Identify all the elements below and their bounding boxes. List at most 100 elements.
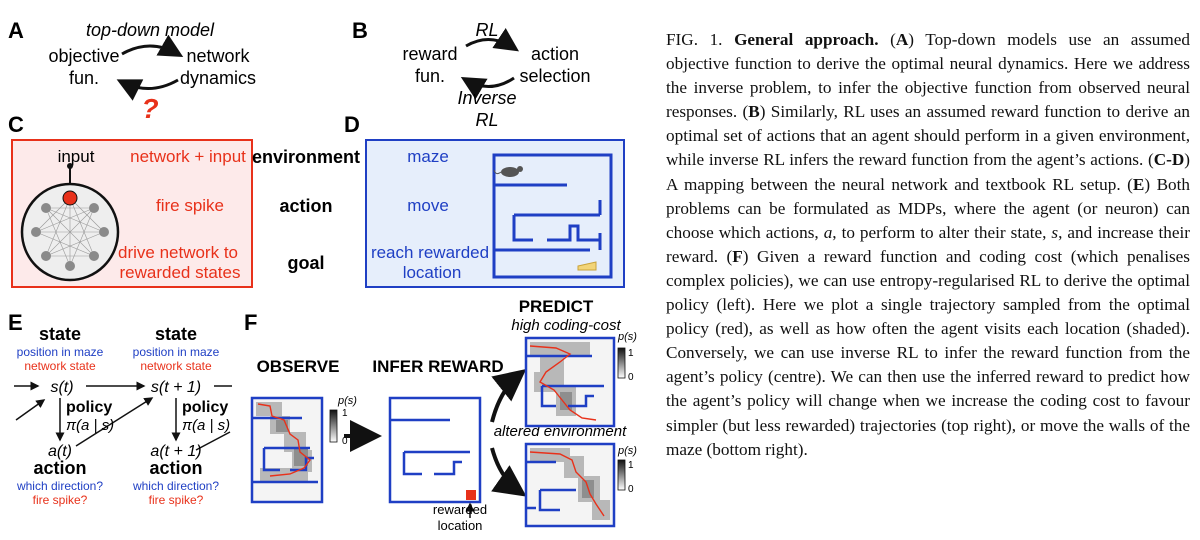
policy-label-2: policy xyxy=(182,399,228,416)
top-down-title: top-down model xyxy=(86,20,215,40)
panel-e: state position in maze network state sta… xyxy=(14,324,232,507)
fire-spike-q-1: fire spike? xyxy=(33,493,88,507)
figure-canvas: A B C D E F top-down model objective fun… xyxy=(8,18,637,533)
panel-letter-f: F xyxy=(244,310,257,335)
a-t-label: a(t) xyxy=(48,443,72,460)
location-label: location xyxy=(403,263,462,282)
cb-zero-1: 0 xyxy=(342,436,348,447)
rewarded-states-label: rewarded states xyxy=(120,263,241,282)
a-t1-label: a(t + 1) xyxy=(150,443,201,460)
inverse-label: Inverse xyxy=(457,88,516,108)
panel-b: RL reward fun. action selection Inverse … xyxy=(402,20,590,130)
caption-fig-label: FIG. 1. xyxy=(666,30,723,49)
cb-one-3: 1 xyxy=(628,460,634,471)
network-state-label-2: network state xyxy=(140,359,212,373)
action-label-1: action xyxy=(33,458,86,478)
s-t1-label: s(t + 1) xyxy=(151,379,201,396)
cb-one-2: 1 xyxy=(628,348,634,359)
pi-label-1: π(a | s) xyxy=(66,417,114,434)
panel-letter-c: C xyxy=(8,112,24,137)
arrow-action-to-state xyxy=(75,397,154,447)
action-label-2: action xyxy=(149,458,202,478)
mouse-icon xyxy=(493,166,523,177)
panel-c: input network + input xyxy=(11,139,253,288)
predict-label: PREDICT xyxy=(519,297,594,316)
environment-label: environment xyxy=(252,147,360,167)
network-label: network xyxy=(186,46,250,66)
arrow-inverse-rl xyxy=(460,76,515,100)
objective-label: objective xyxy=(48,46,119,66)
predict-bottom-maze xyxy=(524,442,616,528)
predict-bottom-colorbar: p(s) 1 0 xyxy=(617,445,637,495)
cheese-icon xyxy=(577,261,597,271)
action-label: action xyxy=(531,44,579,64)
reward-fun-label: fun. xyxy=(415,66,445,86)
rl-label: RL xyxy=(475,20,498,40)
ps-label-2: p(s) xyxy=(617,331,637,343)
s-t-label: s(t) xyxy=(50,379,73,396)
arrow-next-action xyxy=(195,431,231,451)
arrow-rl xyxy=(465,28,519,52)
predict-top-colorbar: p(s) 1 0 xyxy=(617,331,637,383)
position-label-1: position in maze xyxy=(17,345,104,359)
arrow-prev-action xyxy=(15,399,46,421)
figure-1: A B C D E F top-down model objective fun… xyxy=(8,18,637,533)
panel-letter-e: E xyxy=(8,310,23,335)
panel-letter-a: A xyxy=(8,18,24,43)
panel-letter-d: D xyxy=(344,112,360,137)
observe-colorbar: p(s) 1 0 xyxy=(329,395,357,447)
high-coding-cost-label: high coding-cost xyxy=(511,317,621,334)
infer-reward-label: INFER REWARD xyxy=(372,357,503,376)
dynamics-label: dynamics xyxy=(180,68,256,88)
fun-label: fun. xyxy=(69,68,99,88)
panel-f: OBSERVE INFER REWARD PREDICT high coding… xyxy=(250,297,637,533)
state-label-2: state xyxy=(155,324,197,344)
panel-d: maze move reach rewarded location xyxy=(365,139,625,288)
input-dot xyxy=(67,163,73,169)
policy-label-1: policy xyxy=(66,399,112,416)
arrow-to-high-cost xyxy=(490,369,527,423)
maze-label: maze xyxy=(407,147,449,166)
reward-label: reward xyxy=(402,44,457,64)
move-label: move xyxy=(407,196,449,215)
arrow-backward xyxy=(116,78,179,101)
observe-label: OBSERVE xyxy=(257,357,340,376)
reach-rewarded-label: reach rewarded xyxy=(371,243,489,262)
panel-a: top-down model objective fun. network dy… xyxy=(48,20,256,124)
figure-caption: FIG. 1. General approach. (A) Top-down m… xyxy=(666,28,1190,462)
caption-heading: General approach. xyxy=(734,30,879,49)
network-diagram xyxy=(20,182,120,282)
caption-body: (A) Top-down models use an assumed objec… xyxy=(666,30,1191,459)
observe-maze xyxy=(250,396,324,504)
cb-zero-2: 0 xyxy=(628,372,634,383)
rewarded-location-label: location xyxy=(438,518,483,533)
state-label-1: state xyxy=(39,324,81,344)
input-label: input xyxy=(58,147,95,166)
ps-label-3: p(s) xyxy=(617,445,637,457)
direction-label-2: which direction? xyxy=(132,479,219,493)
question-mark: ? xyxy=(141,93,158,124)
predict-top-maze xyxy=(524,336,616,428)
arrow-to-altered xyxy=(490,447,527,497)
rewarded-label: rewarded xyxy=(433,502,487,517)
position-label-2: position in maze xyxy=(133,345,220,359)
arrow-forward xyxy=(121,34,184,57)
infer-maze xyxy=(388,396,482,504)
cb-zero-3: 0 xyxy=(628,484,634,495)
ps-label-1: p(s) xyxy=(337,395,357,407)
inverse-rl-label: RL xyxy=(475,110,498,130)
drive-network-label: drive network to xyxy=(118,243,238,262)
rewarded-square xyxy=(466,490,476,500)
direction-label-1: which direction? xyxy=(16,479,103,493)
network-input-label: network + input xyxy=(130,147,246,166)
network-state-label-1: network state xyxy=(24,359,96,373)
fire-spike-label: fire spike xyxy=(156,196,224,215)
panel-letter-b: B xyxy=(352,18,368,43)
fire-spike-q-2: fire spike? xyxy=(149,493,204,507)
cb-one-1: 1 xyxy=(342,408,348,419)
maze-diagram xyxy=(492,153,613,279)
selection-label: selection xyxy=(519,66,590,86)
pi-label-2: π(a | s) xyxy=(182,417,230,434)
goal-label: goal xyxy=(287,253,324,273)
action-middle-label: action xyxy=(279,196,332,216)
